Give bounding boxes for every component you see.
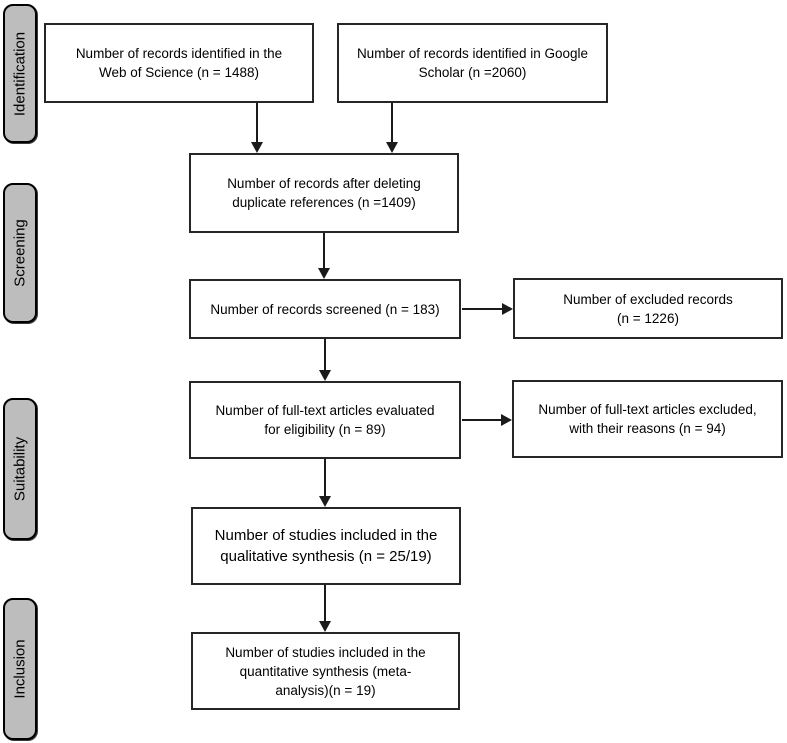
box-qualitative-synthesis: Number of studies included in the qualit… [191, 507, 461, 585]
arrow-scholar-to-dedup [386, 103, 398, 153]
box-fulltext-evaluated: Number of full-text articles evaluated f… [189, 381, 461, 459]
arrow-fulltext-to-excluded [462, 414, 512, 426]
arrow-head-down-icon [318, 268, 330, 279]
stage-inclusion-label: Inclusion [11, 639, 29, 699]
box-records-after-deduplication: Number of records after deleting duplica… [189, 153, 459, 233]
box-records-screened: Number of records screened (n = 183) [189, 279, 461, 339]
box-quantitative-synthesis: Number of studies included in the quanti… [191, 632, 460, 710]
stage-screening-label: Screening [11, 219, 29, 287]
arrow-head-right-icon [502, 303, 513, 315]
arrow-shaft [324, 339, 326, 370]
stage-screening: Screening [3, 183, 37, 323]
arrow-shaft [324, 459, 326, 496]
arrow-head-down-icon [386, 142, 398, 153]
arrow-head-down-icon [319, 621, 331, 632]
stage-identification-label: Identification [11, 31, 29, 116]
arrow-shaft [391, 103, 393, 142]
box-records-identified-wos: Number of records identified in the Web … [44, 23, 314, 103]
arrow-wos-to-dedup [251, 103, 263, 153]
arrow-head-down-icon [319, 496, 331, 507]
stage-suitability: Suitability [3, 398, 37, 540]
arrow-fulltext-to-qualitative [319, 459, 331, 507]
arrow-shaft [256, 103, 258, 142]
stage-suitability-label: Suitability [11, 436, 29, 502]
arrow-shaft [324, 585, 326, 621]
arrow-screened-to-fulltext [319, 339, 331, 381]
stage-identification: Identification [3, 4, 37, 143]
stage-inclusion: Inclusion [3, 598, 37, 740]
box-records-identified-google-scholar: Number of records identified in Google S… [337, 23, 608, 103]
arrow-head-right-icon [501, 414, 512, 426]
arrow-head-down-icon [319, 370, 331, 381]
arrow-head-down-icon [251, 142, 263, 153]
box-fulltext-excluded: Number of full-text articles excluded, w… [512, 380, 783, 458]
arrow-shaft [462, 419, 501, 421]
arrow-shaft [462, 308, 502, 310]
arrow-shaft [323, 233, 325, 268]
arrow-dedup-to-screened [318, 233, 330, 279]
arrow-screened-to-excluded [462, 303, 513, 315]
box-excluded-records: Number of excluded records (n = 1226) [513, 278, 783, 339]
arrow-qualitative-to-quantitative [319, 585, 331, 632]
